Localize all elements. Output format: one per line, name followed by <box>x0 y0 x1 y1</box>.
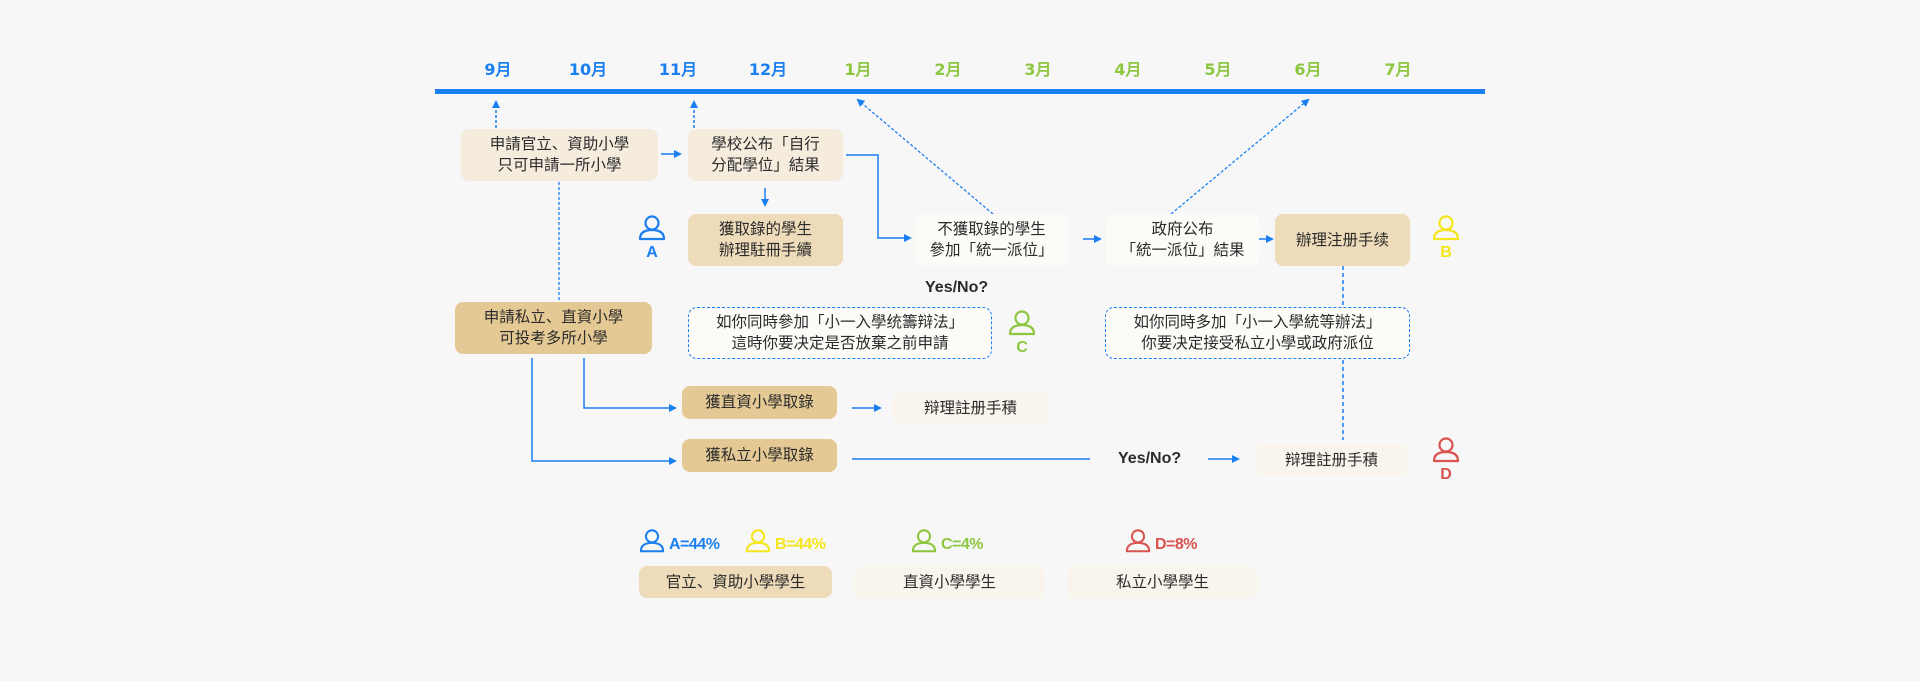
person-d: D <box>1431 436 1461 484</box>
person-a: A <box>637 214 667 262</box>
month-label: 10月 <box>568 60 608 79</box>
legend-category: 私立小學學生 <box>1067 566 1258 598</box>
person-b: B <box>1431 214 1461 262</box>
person-icon <box>1008 310 1036 336</box>
legend-label: A=44% <box>669 536 720 553</box>
connector-gov-to-jun <box>1170 98 1310 215</box>
node-private-admit: 獲私立小學取錄 <box>682 439 837 472</box>
person-icon <box>911 529 937 553</box>
node-private-register: 辩理註册手積 <box>1255 444 1408 476</box>
legend-category: 官立、資助小學學生 <box>639 566 832 598</box>
node-not-admitted: 不獲取錄的學生 參加「統一派位」 <box>915 214 1068 266</box>
person-letter: A <box>646 244 658 261</box>
person-icon <box>745 529 771 553</box>
person-icon <box>638 215 666 241</box>
person-icon <box>1432 215 1460 241</box>
legend-item-d: D=8% <box>1124 528 1198 554</box>
connector-private-to-private-admit <box>531 358 677 465</box>
node-school-announce: 學校公布「自行 分配學位」結果 <box>688 129 843 181</box>
legend-label: D=8% <box>1155 536 1198 553</box>
month-label: 3月 <box>1024 60 1052 79</box>
person-c: C <box>1007 309 1037 357</box>
person-letter: D <box>1440 466 1452 483</box>
legend-item-b: B=44% <box>744 528 826 554</box>
legend-item-a: A=44% <box>638 528 720 554</box>
month-label: 11月 <box>658 60 698 79</box>
decision-label: Yes/No? <box>1118 450 1182 467</box>
month-label: 5月 <box>1204 60 1232 79</box>
connector-private-to-dss <box>583 358 677 412</box>
month-label: 9月 <box>484 60 512 79</box>
legend-category: 直資小學學生 <box>854 566 1045 598</box>
node-apply-private: 申請私立、直資小學 可投考多所小學 <box>455 302 652 354</box>
decision-label: Yes/No? <box>925 279 989 296</box>
node-apply-public: 申請官立、資助小學 只可申請一所小學 <box>461 129 658 181</box>
note-decision-c: 如你同時參加「小一入學统籌辩法」 這時你要决定是否放棄之前申請 <box>688 307 992 359</box>
person-letter: B <box>1440 244 1452 261</box>
month-label: 6月 <box>1294 60 1322 79</box>
person-icon <box>639 529 665 553</box>
legend-label: B=44% <box>775 536 826 553</box>
month-label: 2月 <box>934 60 962 79</box>
month-label: 12月 <box>748 60 788 79</box>
node-gov-announce: 政府公布 「統一派位」結果 <box>1106 214 1259 266</box>
connector-announce-to-not-admitted <box>846 154 912 242</box>
node-dss-register: 辩理註册手積 <box>893 392 1048 424</box>
month-label: 1月 <box>844 60 872 79</box>
node-dss-admit: 獲直資小學取錄 <box>682 386 837 419</box>
legend-item-c: C=4% <box>910 528 984 554</box>
person-icon <box>1432 437 1460 463</box>
node-register-b: 辦理注册手续 <box>1275 214 1410 266</box>
note-decision-gov: 如你同時多加「小一入學統等辦法」 你要决定接受私立小學或政府派位 <box>1105 307 1410 359</box>
month-label: 7月 <box>1384 60 1412 79</box>
person-icon <box>1125 529 1151 553</box>
node-admitted-register: 獲取錄的學生 辦理駐冊手續 <box>688 214 843 266</box>
timeline-axis <box>435 89 1485 94</box>
legend-label: C=4% <box>941 536 984 553</box>
person-letter: C <box>1016 339 1028 356</box>
month-label: 4月 <box>1114 60 1142 79</box>
connector-not-admitted-to-jan <box>856 98 994 215</box>
